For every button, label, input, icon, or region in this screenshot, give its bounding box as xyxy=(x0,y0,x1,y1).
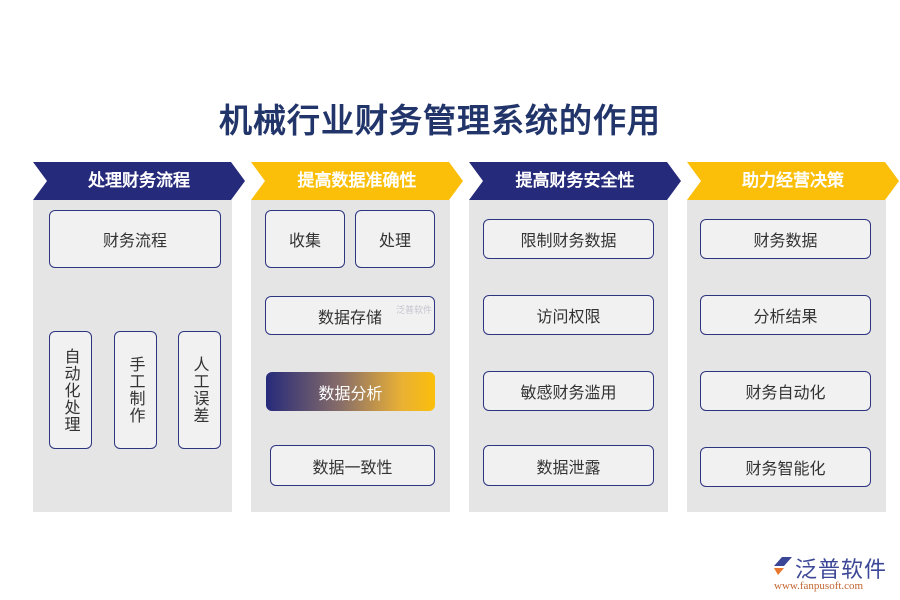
column-panel: 财务数据 分析结果 财务自动化 财务智能化 xyxy=(687,200,886,512)
item-box: 收集 xyxy=(265,210,345,268)
page-title: 机械行业财务管理系统的作用 xyxy=(0,94,900,142)
column-header-arrow: 提高数据准确性 xyxy=(251,162,463,200)
item-box: 财务数据 xyxy=(700,219,871,259)
column-panel: 限制财务数据 访问权限 敏感财务滥用 数据泄露 xyxy=(469,200,668,512)
item-box: 财务自动化 xyxy=(700,371,871,411)
column-panel: 财务流程 自动化处理 手工制作 人工误差 xyxy=(33,200,232,512)
item-box-vertical: 人工误差 xyxy=(178,331,221,449)
title-text: 机械行业财务管理系统的作用 xyxy=(219,101,661,140)
fanpu-logo-icon xyxy=(774,557,792,575)
column-header-arrow: 助力经营决策 xyxy=(687,162,899,200)
item-label: 数据存储 xyxy=(317,307,382,327)
item-box: 处理 xyxy=(355,210,435,268)
column-data-accuracy: 提高数据准确性 收集 处理 数据存储 泛普软件 数据分析 数据一致性 xyxy=(251,162,479,514)
column-header-label: 提高数据准确性 xyxy=(297,171,417,191)
item-box-vertical: 手工制作 xyxy=(114,331,157,449)
item-box: 限制财务数据 xyxy=(483,219,654,259)
watermark-logo: 泛普软件 xyxy=(395,306,432,316)
column-business-decisions: 助力经营决策 财务数据 分析结果 财务自动化 财务智能化 xyxy=(687,162,900,514)
column-header-label: 提高财务安全性 xyxy=(515,171,635,191)
chevron-arrow-icon xyxy=(33,162,245,200)
chevron-arrow-icon xyxy=(687,162,899,200)
column-header-arrow: 处理财务流程 xyxy=(33,162,245,200)
item-box: 数据一致性 xyxy=(270,445,435,486)
item-box: 敏感财务滥用 xyxy=(483,371,654,411)
item-box: 访问权限 xyxy=(483,295,654,335)
column-header-arrow: 提高财务安全性 xyxy=(469,162,681,200)
column-header-label: 助力经营决策 xyxy=(742,171,844,191)
brand-watermark: 泛普软件 www.fanpusoft.com xyxy=(770,552,895,597)
column-process-finance: 处理财务流程 财务流程 自动化处理 手工制作 人工误差 xyxy=(33,162,261,514)
item-box: 数据存储 泛普软件 xyxy=(265,296,435,335)
brand-name: 泛普软件 xyxy=(795,558,888,583)
item-box: 分析结果 xyxy=(700,295,871,335)
chevron-arrow-icon xyxy=(469,162,681,200)
brand-url: www.fanpusoft.com xyxy=(774,580,864,592)
item-box: 财务流程 xyxy=(49,210,221,268)
column-header-label: 处理财务流程 xyxy=(88,171,190,191)
item-box-highlighted: 数据分析 xyxy=(266,372,435,411)
column-finance-security: 提高财务安全性 限制财务数据 访问权限 敏感财务滥用 数据泄露 xyxy=(469,162,697,514)
item-box: 财务智能化 xyxy=(700,447,871,487)
item-box-vertical: 自动化处理 xyxy=(49,331,92,449)
column-panel: 收集 处理 数据存储 泛普软件 数据分析 数据一致性 xyxy=(251,200,450,512)
chevron-arrow-icon xyxy=(251,162,463,200)
item-box: 数据泄露 xyxy=(483,445,654,486)
